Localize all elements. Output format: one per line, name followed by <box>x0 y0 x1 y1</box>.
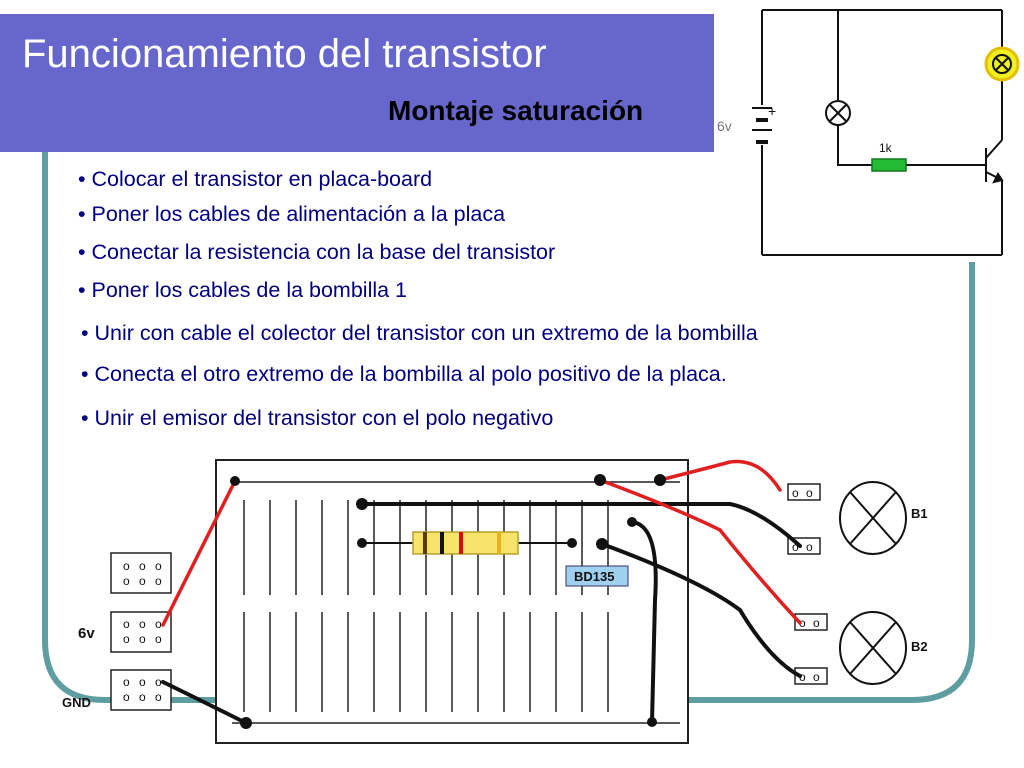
resistor-band-3 <box>459 532 463 554</box>
wire-collector-to-b1 <box>360 502 802 548</box>
contact-dot <box>596 538 608 550</box>
wire-transistor-to-b2 <box>600 542 802 678</box>
battery-symbol <box>752 107 772 144</box>
instruction-item: • Poner los cables de la bombilla 1 <box>78 278 408 302</box>
terminal-contact: o <box>155 632 162 646</box>
terminal-block-gnd <box>110 669 172 711</box>
terminal-contact: o <box>155 675 162 689</box>
lamp2-terminal-bottom <box>794 667 828 685</box>
lamp-symbol-off <box>825 100 851 126</box>
terminal-contact: o <box>813 670 820 684</box>
resistor-band-1 <box>423 532 427 554</box>
terminal-contact: o <box>123 632 130 646</box>
instruction-item: • Poner los cables de alimentación a la … <box>78 202 506 226</box>
terminal-contact: o <box>139 559 146 573</box>
terminal-contact: o <box>792 486 799 500</box>
transistor-symbol <box>985 139 1004 184</box>
terminal-contact: o <box>792 540 799 554</box>
contact-dot <box>356 498 368 510</box>
contact-dot <box>627 517 637 527</box>
terminal-contact: o <box>139 617 146 631</box>
lamp2-terminal-top <box>794 613 828 631</box>
lamp-b2 <box>839 611 907 685</box>
terminal-contact: o <box>155 690 162 704</box>
schematic-background <box>714 8 1024 260</box>
lamp-b1 <box>839 481 907 555</box>
wire-positive-to-b2 <box>598 478 802 625</box>
terminal-contact: o <box>806 540 813 554</box>
resistor-band-4 <box>497 532 501 554</box>
contact-dot <box>567 538 577 548</box>
transistor-badge <box>565 565 629 587</box>
terminal-contact: o <box>806 486 813 500</box>
page-title: Funcionamiento del transistor <box>22 32 547 76</box>
terminal-contact: o <box>813 616 820 630</box>
battery-plus-sign: + <box>768 103 776 119</box>
terminal-contact: o <box>155 559 162 573</box>
lamp-b2-label: B2 <box>911 639 928 654</box>
terminal-contact: o <box>123 617 130 631</box>
terminal-contact: o <box>139 690 146 704</box>
supply-label: 6v <box>78 625 95 642</box>
terminal-contact: o <box>139 632 146 646</box>
lamp1-terminal-top <box>787 483 821 501</box>
lamp-b1-label: B1 <box>911 506 928 521</box>
contact-dot <box>594 474 606 486</box>
contact-dot <box>647 717 657 727</box>
page-subtitle: Montaje saturación <box>388 95 644 126</box>
contact-dot <box>357 538 367 548</box>
terminal-contact: o <box>155 574 162 588</box>
title-band: Funcionamiento del transistor Montaje sa… <box>0 14 714 152</box>
resistor-symbol <box>871 158 907 172</box>
contact-dot <box>654 474 666 486</box>
ground-label: GND <box>62 695 91 710</box>
wire-emitter-to-gnd <box>630 520 658 724</box>
resistor-component <box>412 531 519 555</box>
lamp-symbol-on <box>984 46 1020 82</box>
wire-6v-supply <box>161 479 237 627</box>
resistor-label: 1k <box>879 141 893 155</box>
instruction-item: • Colocar el transistor en placa-board <box>78 167 433 191</box>
terminal-contact: o <box>123 559 130 573</box>
breadboard-strips-bottom <box>243 612 609 712</box>
wire-positive-to-b1 <box>658 459 782 492</box>
instruction-item: • Unir con cable el colector del transis… <box>81 321 758 345</box>
terminal-contact: o <box>139 574 146 588</box>
transistor-label: BD135 <box>574 569 614 584</box>
terminal-contact: o <box>799 616 806 630</box>
schematic-wire-lamp-branch <box>837 10 986 166</box>
terminal-block-6v <box>110 611 172 653</box>
terminal-contact: o <box>155 617 162 631</box>
resistor-band-2 <box>440 532 444 554</box>
contact-dot <box>230 476 240 486</box>
terminal-contact: o <box>799 670 806 684</box>
terminal-contact: o <box>123 690 130 704</box>
instruction-item: • Conectar la resistencia con la base de… <box>78 240 556 264</box>
terminal-block-top <box>110 552 172 594</box>
terminal-contact: o <box>123 675 130 689</box>
terminal-contact: o <box>139 675 146 689</box>
contact-dot <box>240 717 252 729</box>
instruction-item: • Conecta el otro extremo de la bombilla… <box>81 362 727 386</box>
battery-label: 6v <box>717 118 732 134</box>
terminal-contact: o <box>123 574 130 588</box>
instruction-item: • Unir el emisor del transistor con el p… <box>81 406 554 430</box>
wire-gnd-terminal <box>161 680 248 725</box>
